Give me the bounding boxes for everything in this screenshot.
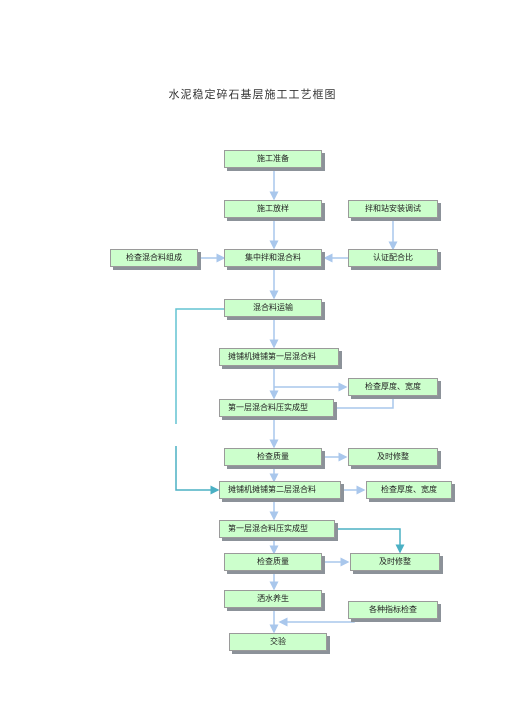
node-central-mixing: 集中拌和混合料: [224, 249, 322, 267]
node-check-quality-2: 检查质量: [224, 553, 322, 571]
node-survey-layout: 施工放样: [224, 200, 322, 218]
node-confirm-mix-ratio: 认证配合比: [348, 249, 438, 267]
diagram-title: 水泥稳定碎石基层施工工艺框图: [168, 88, 337, 101]
arrow-compact2-repair2: [337, 528, 405, 554]
node-pave-layer-1: 摊铺机摊铺第一层混合料: [219, 348, 339, 366]
line-thick1-compact1: [336, 396, 394, 409]
node-check-thickness-1: 检查厚度、宽度: [348, 378, 438, 396]
node-check-thickness-2: 检查厚度、宽度: [366, 481, 452, 499]
node-timely-repair-1: 及时修整: [348, 448, 438, 466]
node-acceptance: 交验: [229, 633, 327, 651]
node-check-mix-composition: 检查混合料组成: [110, 249, 198, 267]
node-construction-prep: 施工准备: [224, 150, 322, 168]
node-plant-install: 拌和站安装调试: [348, 200, 438, 218]
node-compact-layer-1: 第一层混合料压实成型: [219, 399, 334, 417]
node-water-curing: 洒水养生: [224, 590, 322, 608]
node-compact-layer-2: 第一层混合料压实成型: [219, 520, 335, 538]
node-pave-layer-2: 摊铺机摊铺第二层混合料: [219, 481, 341, 499]
side-line-transport: [175, 308, 224, 424]
node-timely-repair-2: 及时修整: [350, 553, 440, 571]
side-line-to-pave2: [175, 446, 220, 495]
node-index-check: 各种指标检查: [348, 601, 438, 619]
node-mix-transport: 混合料运输: [224, 299, 322, 317]
node-check-quality-1: 检查质量: [224, 448, 322, 466]
